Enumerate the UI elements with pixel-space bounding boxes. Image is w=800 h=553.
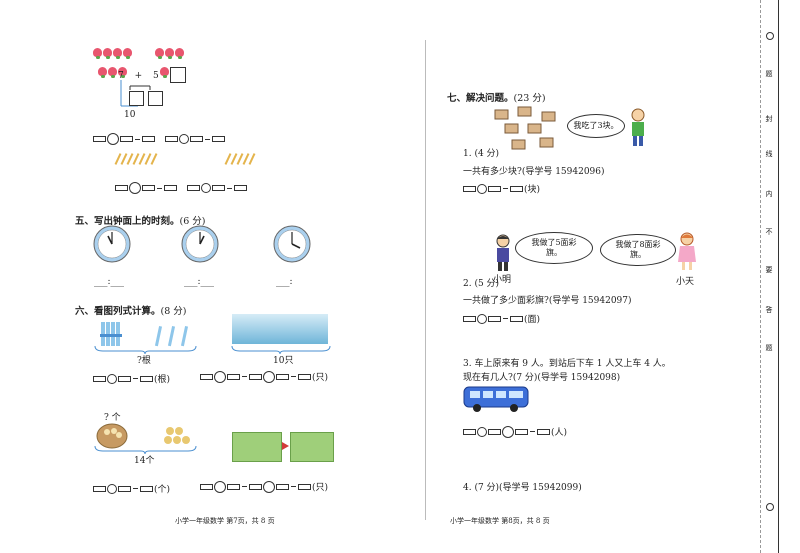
section6-title: 六、看图列式计算。(8 分): [75, 306, 187, 317]
binding-char-2: 封: [765, 115, 773, 123]
basket-image: [96, 423, 190, 449]
p2-equation: (面): [463, 312, 540, 325]
peach-group-left: [93, 42, 133, 80]
brace-3: [94, 445, 197, 455]
left-footer: 小学一年级数学 第7页，共 8 页: [175, 517, 275, 525]
straws-image: [100, 322, 189, 347]
page-divider: [425, 40, 426, 520]
xiaoming-icon: [496, 234, 510, 271]
p1-equation: (块): [463, 182, 540, 195]
speech-bubble-3: 我做了8面彩旗。: [600, 234, 676, 266]
section7-title: 七、解决问题。(23 分): [447, 93, 546, 104]
decompose-lines: [120, 80, 151, 107]
p2-number: 2. (5 分): [463, 279, 500, 289]
binding-char-7: 答: [765, 306, 773, 314]
brace-2: [231, 345, 331, 355]
clock-3-icon: [273, 225, 311, 263]
clock-1-blank[interactable]: ___:___: [94, 277, 125, 287]
clock-1-icon: [93, 225, 131, 263]
speech-bubble-2: 我做了5面彩旗。: [515, 232, 593, 264]
brace-1: [94, 345, 197, 355]
clock-2-blank[interactable]: ___:___: [184, 277, 215, 287]
geese-image: [232, 314, 328, 344]
binding-circle-top: [766, 32, 774, 40]
binding-char-1: 题: [765, 70, 773, 78]
sticks-group-1: [114, 150, 158, 169]
xiaoming-label: 小明: [493, 275, 512, 285]
p4-text: 4. (7 分)(导学号 15942099): [463, 483, 582, 493]
binding-char-6: 要: [765, 266, 773, 274]
binding-solid-line: [778, 0, 779, 553]
binding-char-3: 线: [765, 150, 773, 158]
binding-char-4: 内: [765, 190, 773, 198]
clock-3-blank[interactable]: ___:: [276, 277, 293, 287]
cakes-image: [494, 106, 556, 150]
p3-equation: (人): [463, 425, 567, 438]
equation-row-2: [115, 182, 247, 194]
p1-question: 一共有多少块?(导学号 15942096): [463, 167, 605, 177]
section5-title: 五、写出钟面上的时刻。(6 分): [75, 216, 206, 227]
p2-question: 一共做了多少面彩旗?(导学号 15942097): [463, 296, 632, 306]
p3-line2: 现在有几人?(7 分)(导学号 15942098): [463, 373, 621, 383]
ten-label: 10: [124, 110, 136, 120]
equation-pond: (只): [200, 480, 328, 493]
equation-row-1: [93, 133, 225, 145]
geese-label: 10只: [273, 356, 294, 366]
bus-image: [463, 386, 529, 412]
clock-2-icon: [181, 225, 219, 263]
equation-geese: (只): [200, 370, 328, 383]
binding-dashed-line: [760, 0, 762, 553]
binding-circle-bottom: [766, 503, 774, 511]
equation-straws: (根): [93, 372, 170, 385]
straws-label: ?根: [137, 356, 151, 366]
binding-char-8: 题: [765, 344, 773, 352]
basket-question: ? 个: [104, 413, 121, 423]
pond-image-1: [232, 432, 282, 462]
binding-char-5: 不: [765, 228, 773, 236]
speech-bubble-1: 我吃了3块。: [567, 114, 625, 138]
right-footer: 小学一年级数学 第8页，共 8 页: [450, 517, 550, 525]
arrow-icon: [282, 442, 289, 450]
xiaotian-icon: [678, 232, 696, 270]
sticks-group-2: [224, 150, 256, 169]
answer-box[interactable]: [170, 67, 186, 83]
p3-line1: 3. 车上原来有 9 人。到站后下车 1 人又上车 4 人。: [463, 359, 671, 369]
basket-label: 14个: [134, 456, 155, 466]
split-box-1[interactable]: [129, 91, 144, 106]
pond-image-2: [290, 432, 334, 462]
equation-basket: (个): [93, 482, 170, 495]
boy-icon: [631, 108, 645, 146]
split-box-2[interactable]: [148, 91, 163, 106]
xiaotian-label: 小天: [676, 277, 695, 287]
p1-number: 1. (4 分): [463, 149, 500, 159]
